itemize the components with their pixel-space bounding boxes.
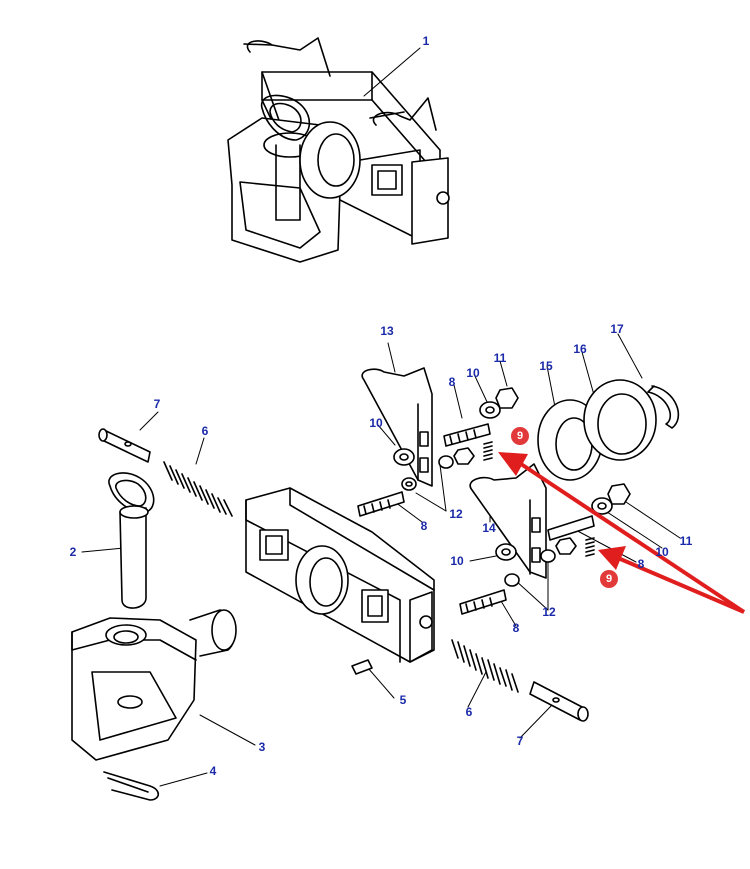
nut-upper-12 xyxy=(453,447,475,465)
washer-lower-left xyxy=(495,543,517,561)
wear-ring-16 xyxy=(583,379,657,461)
nut-lower-11 xyxy=(607,483,631,505)
label-17: 17 xyxy=(610,322,624,336)
label-7-lower: 7 xyxy=(516,734,524,748)
washer-lower-10 xyxy=(591,497,613,515)
label-1: 1 xyxy=(422,34,430,48)
nut-lower-12 xyxy=(555,537,577,555)
callout-arrows xyxy=(498,452,746,614)
label-10-b: 10 xyxy=(466,366,480,380)
assembled-pickup-hitch xyxy=(227,37,450,263)
label-7-upper: 7 xyxy=(153,397,161,411)
label-5: 5 xyxy=(399,693,407,707)
label-11-upper: 11 xyxy=(493,351,507,365)
label-2: 2 xyxy=(69,545,77,559)
label-8-left: 8 xyxy=(420,519,428,533)
label-14: 14 xyxy=(482,521,496,535)
nut-upper-11 xyxy=(495,387,519,409)
label-11-lower: 11 xyxy=(679,534,693,548)
label-8-right: 8 xyxy=(637,557,645,571)
label-4: 4 xyxy=(209,764,217,778)
label-3: 3 xyxy=(258,740,266,754)
label-13: 13 xyxy=(380,324,394,338)
label-15: 15 xyxy=(539,359,553,373)
label-10-a: 10 xyxy=(369,416,383,430)
label-6-lower: 6 xyxy=(465,705,473,719)
spring-clip xyxy=(103,771,160,801)
washer-upper-small xyxy=(401,477,417,491)
spring-small-upper xyxy=(483,441,493,461)
housing-body xyxy=(245,487,435,663)
spring-upper xyxy=(163,461,233,517)
washer-upper-10 xyxy=(479,401,501,419)
spring-lower xyxy=(451,639,519,693)
label-8-lower: 8 xyxy=(512,621,520,635)
spring-small-lower xyxy=(585,537,595,557)
label-10-d: 10 xyxy=(655,545,669,559)
pickup-hook xyxy=(71,609,237,761)
roll-pin xyxy=(351,659,373,675)
label-12-lower: 12 xyxy=(542,605,556,619)
label-10-c: 10 xyxy=(450,554,464,568)
label-12-upper: 12 xyxy=(449,507,463,521)
hook-pin-with-ring xyxy=(108,472,155,609)
callout-9-upper: 9 xyxy=(511,427,529,445)
washer-upper-left xyxy=(393,448,415,466)
pin-lower xyxy=(529,681,589,722)
circlip-17 xyxy=(647,385,680,429)
label-6-upper: 6 xyxy=(201,424,209,438)
callout-9-lower: 9 xyxy=(600,570,618,588)
pin-upper xyxy=(98,428,151,463)
stud-lower-right xyxy=(547,515,595,541)
label-8-upper: 8 xyxy=(448,375,456,389)
label-16: 16 xyxy=(573,342,587,356)
lever-lower xyxy=(469,463,547,579)
